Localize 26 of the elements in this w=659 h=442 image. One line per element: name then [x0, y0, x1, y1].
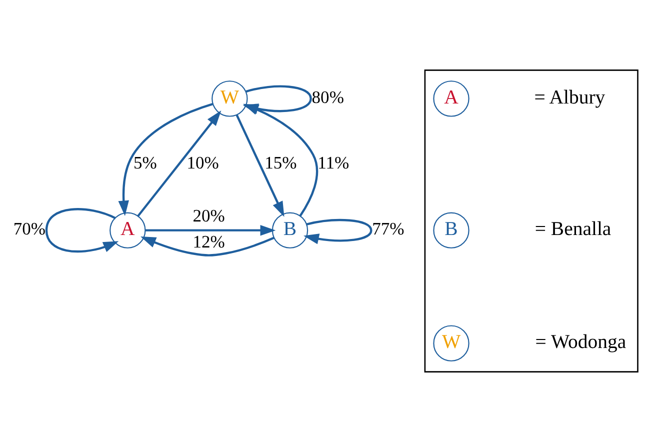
arrow: [236, 114, 284, 217]
edge-label: 70%: [13, 218, 46, 238]
node-label: = Wodonga: [535, 331, 626, 354]
cluster: [424, 70, 638, 372]
node-label: = Albury: [534, 86, 606, 109]
arrow: [304, 218, 372, 244]
arrow: [45, 208, 119, 253]
edge-label: 20%: [192, 205, 225, 226]
node-circle: A: [433, 80, 470, 117]
edge-label: 11%: [318, 152, 350, 173]
node-circle: B: [433, 212, 470, 248]
edge-label: 12%: [192, 232, 225, 252]
arrow: [140, 236, 275, 256]
node-circle: A: [110, 212, 146, 248]
node-circle: W: [212, 80, 248, 117]
edge-label: 5%: [134, 152, 157, 173]
edge-label: 77%: [372, 218, 404, 238]
arrow: [137, 110, 222, 217]
arrow: [118, 103, 213, 216]
node-circle: B: [272, 212, 308, 248]
edge-label: 80%: [312, 86, 344, 107]
node-circle: W: [433, 325, 470, 362]
edge-label: 15%: [264, 152, 297, 173]
node-label: = Benalla: [534, 218, 612, 240]
arrow: [145, 224, 276, 236]
edge-label: 10%: [186, 152, 219, 173]
